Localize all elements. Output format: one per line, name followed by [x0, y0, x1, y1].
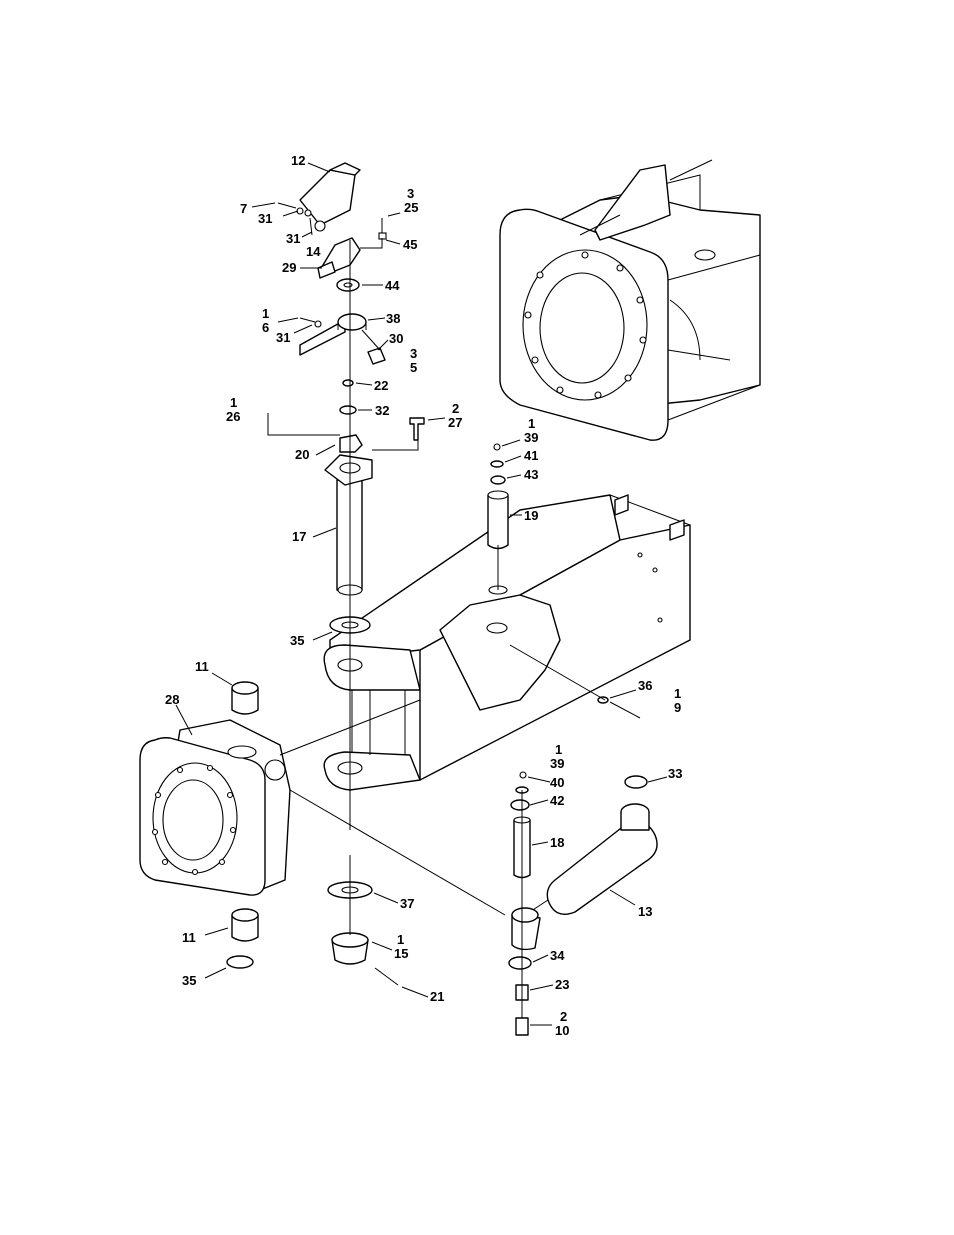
callout-31: 31 — [276, 330, 290, 345]
callout-38: 38 — [386, 311, 400, 326]
callout-44: 44 — [385, 278, 400, 293]
callout-19: 19 — [524, 508, 538, 523]
knuckle-bolt-holes — [151, 764, 237, 876]
callout-34: 34 — [550, 948, 565, 963]
callout-7: 7 — [240, 201, 247, 216]
axle-beam — [323, 494, 691, 791]
callout-31: 31 — [258, 211, 272, 226]
callout-31: 31 — [286, 231, 300, 246]
callout-37: 37 — [400, 896, 414, 911]
callout-43: 43 — [524, 467, 538, 482]
callout-22: 22 — [374, 378, 388, 393]
king-pin — [324, 454, 373, 596]
callout-30: 30 — [389, 331, 403, 346]
assembly-lines — [267, 214, 621, 1018]
callout-36: 36 — [638, 678, 652, 693]
callout-11: 11 — [195, 659, 209, 674]
callout-45: 45 — [403, 237, 417, 252]
callout-21: 21 — [430, 989, 444, 1004]
callout-12: 12 — [291, 153, 305, 168]
inset-bolt-holes — [524, 251, 647, 399]
callout-42: 42 — [550, 793, 564, 808]
callout-41: 41 — [524, 448, 538, 463]
callout-14: 14 — [306, 244, 321, 259]
callout-40: 40 — [550, 775, 564, 790]
callout-35: 35 — [182, 973, 196, 988]
callout-32: 32 — [375, 403, 389, 418]
callout-35: 35 — [290, 633, 304, 648]
callout-23: 23 — [555, 977, 569, 992]
callout-28: 28 — [165, 692, 179, 707]
small-parts — [226, 162, 648, 1036]
leader-lines — [175, 162, 668, 1026]
callout-33: 33 — [668, 766, 682, 781]
callout-18: 18 — [550, 835, 564, 850]
callout-11: 11 — [182, 930, 196, 945]
inset-view — [499, 159, 761, 441]
callout-13: 13 — [638, 904, 652, 919]
steering-cylinder — [511, 803, 658, 951]
callout-20: 20 — [295, 447, 309, 462]
callout-29: 29 — [282, 260, 296, 275]
callout-17: 17 — [292, 529, 306, 544]
steering-knuckle — [139, 719, 291, 896]
